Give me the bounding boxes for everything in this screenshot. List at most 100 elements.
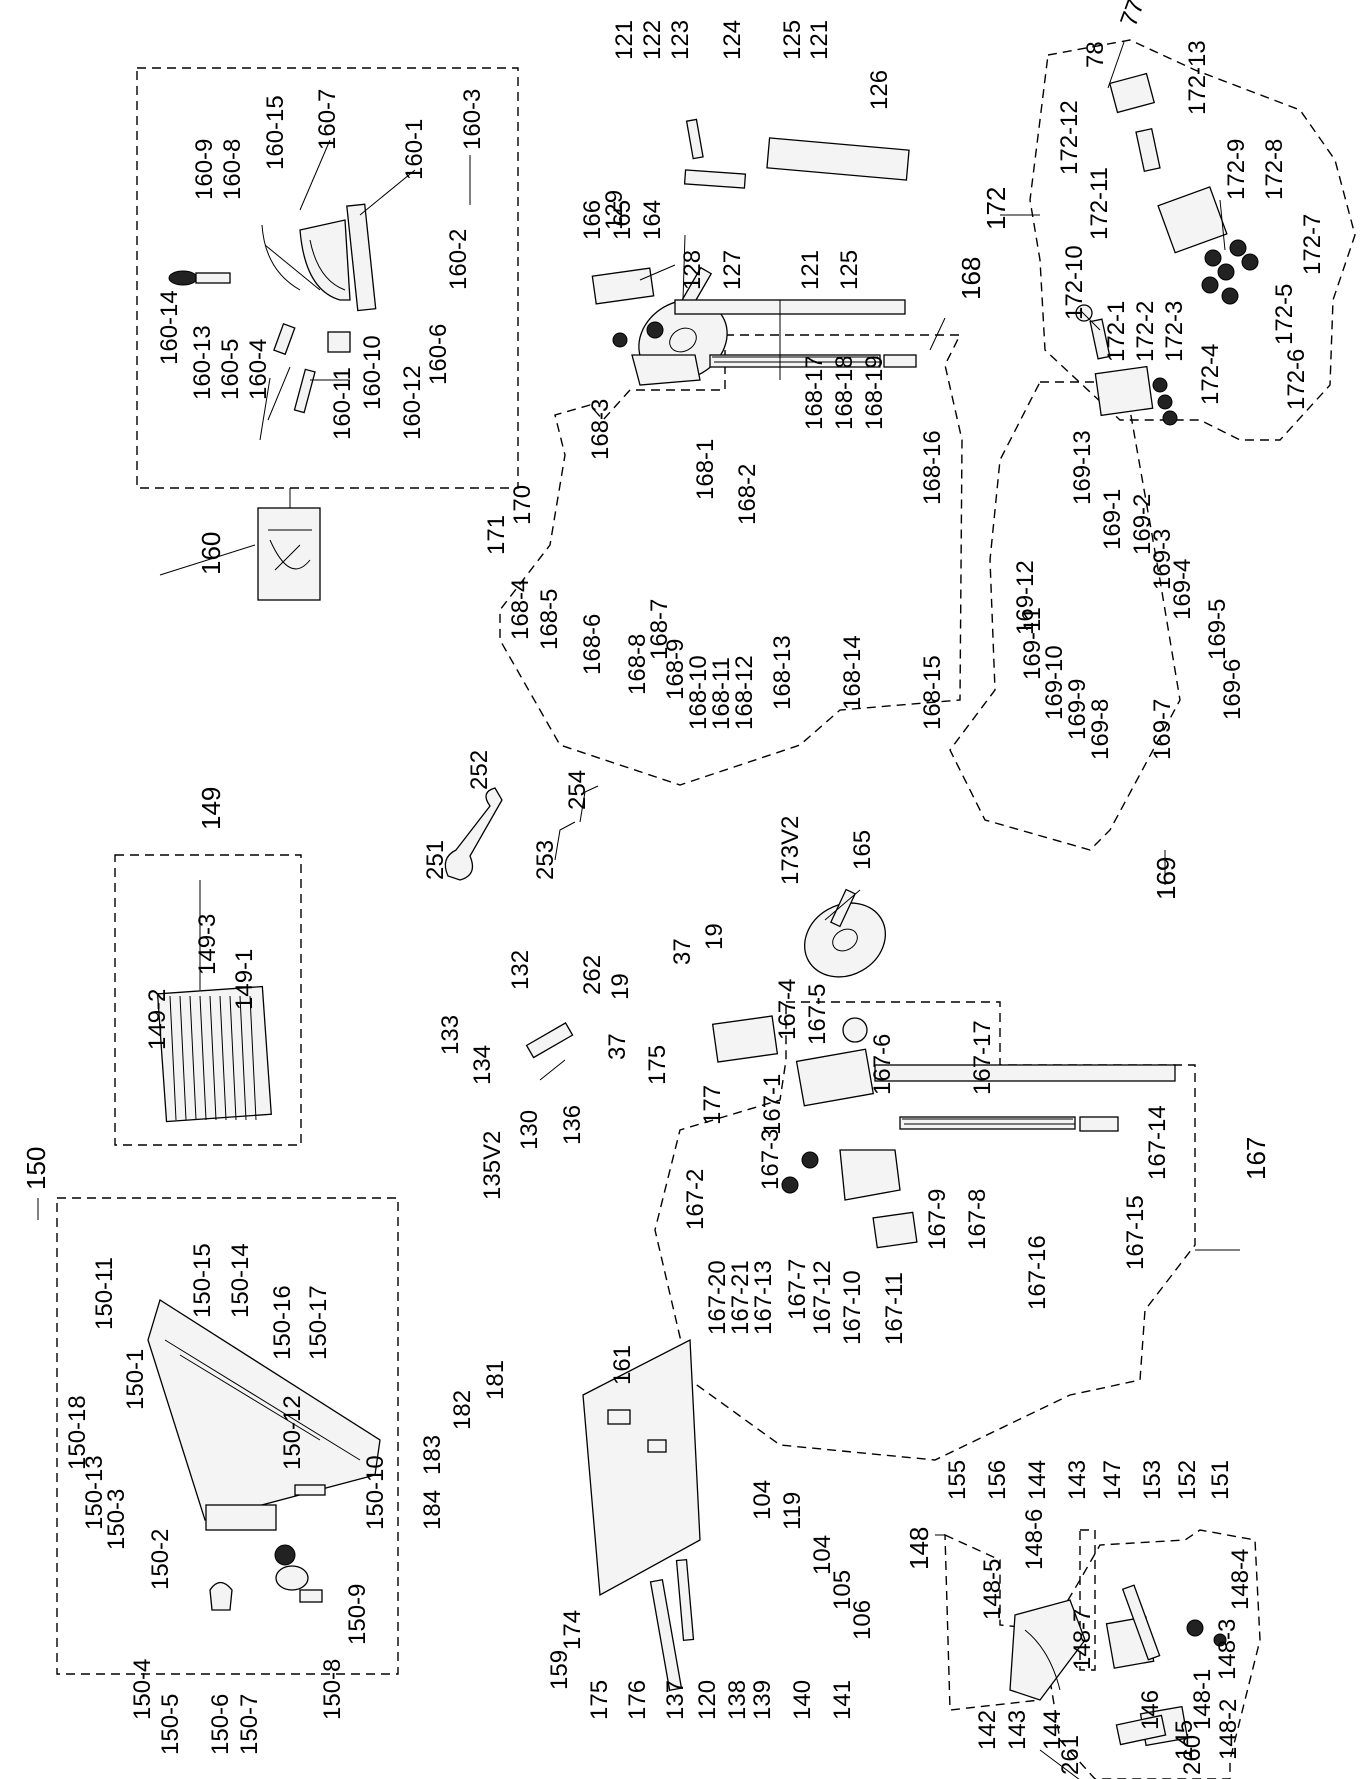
- label-150-3: 150-3: [103, 1489, 130, 1550]
- label-148: 148: [904, 1527, 934, 1570]
- label-150-1: 150-1: [122, 1349, 149, 1410]
- label-150-4: 150-4: [129, 1659, 156, 1720]
- label-167-1: 167-1: [759, 1074, 786, 1135]
- label-150-5: 150-5: [157, 1694, 184, 1755]
- label-168-7: 168-7: [646, 599, 673, 660]
- label-167: 167: [1241, 1137, 1271, 1180]
- label-167-13: 167-13: [750, 1260, 777, 1335]
- label-167-16: 167-16: [1024, 1235, 1051, 1310]
- label-170: 170: [509, 485, 536, 525]
- label-133: 133: [437, 1015, 464, 1055]
- label-168-18: 168-18: [831, 355, 858, 430]
- label-140: 140: [789, 1680, 816, 1720]
- label-148-5: 148-5: [979, 1559, 1006, 1620]
- label-253: 253: [532, 840, 559, 880]
- label-184: 184: [419, 1490, 446, 1530]
- label-252: 252: [466, 750, 493, 790]
- label-144: 144: [1024, 1460, 1051, 1500]
- label-127: 127: [719, 250, 746, 290]
- label-169-13: 169-13: [1069, 430, 1096, 505]
- label-161: 161: [609, 1345, 636, 1385]
- label-169-1: 169-1: [1099, 489, 1126, 550]
- leader-lines: [37, 41, 1240, 1779]
- label-146: 146: [1137, 1690, 1164, 1730]
- label-125: 125: [836, 250, 863, 290]
- label-167-2: 167-2: [682, 1169, 709, 1230]
- label-168: 168: [956, 257, 986, 300]
- label-77: 77: [1115, 0, 1150, 30]
- label-175: 175: [644, 1045, 671, 1085]
- label-165: 165: [849, 830, 876, 870]
- label-160-4: 160-4: [245, 339, 272, 400]
- label-167-14: 167-14: [1144, 1105, 1171, 1180]
- label-153: 153: [1139, 1460, 1166, 1500]
- label-167-17: 167-17: [969, 1020, 996, 1095]
- label-137: 137: [662, 1680, 689, 1720]
- label-160-5: 160-5: [217, 339, 244, 400]
- label-168-11: 168-11: [708, 657, 735, 730]
- label-262: 262: [579, 955, 606, 995]
- label-121: 121: [797, 250, 824, 290]
- label-150-16: 150-16: [269, 1285, 296, 1360]
- label-160-12: 160-12: [399, 365, 426, 440]
- label-150-7: 150-7: [236, 1694, 263, 1755]
- label-165: 165: [609, 200, 636, 240]
- label-150-18: 150-18: [64, 1395, 91, 1470]
- label-160-10: 160-10: [359, 335, 386, 410]
- label-123: 123: [667, 20, 694, 60]
- label-172-13: 172-13: [1184, 40, 1211, 115]
- label-130: 130: [516, 1110, 543, 1150]
- label-121: 121: [806, 20, 833, 60]
- label-172-11: 172-11: [1086, 167, 1113, 240]
- label-168-14: 168-14: [839, 635, 866, 710]
- label-148-2: 148-2: [1215, 1699, 1242, 1760]
- label-182: 182: [449, 1390, 476, 1430]
- label-168-6: 168-6: [579, 614, 606, 675]
- label-169-7: 169-7: [1149, 699, 1176, 760]
- label-150-12: 150-12: [279, 1395, 306, 1470]
- label-37: 37: [604, 1033, 631, 1060]
- label-168-5: 168-5: [536, 589, 563, 650]
- label-78: 78: [1082, 41, 1109, 68]
- label-168-12: 168-12: [731, 655, 758, 730]
- label-126: 126: [866, 70, 893, 110]
- label-174: 174: [559, 1610, 586, 1650]
- label-160-3: 160-3: [459, 89, 486, 150]
- label-139: 139: [749, 1680, 776, 1720]
- label-128: 128: [679, 250, 706, 290]
- label-19: 19: [607, 973, 634, 1000]
- label-138: 138: [724, 1680, 751, 1720]
- label-260: 260: [1179, 1735, 1206, 1775]
- label-167-11: 167-11: [881, 1272, 908, 1345]
- label-172-8: 172-8: [1261, 139, 1288, 200]
- label-150: 150: [21, 1147, 51, 1190]
- label-160-11: 160-11: [329, 367, 356, 440]
- label-172-9: 172-9: [1223, 139, 1250, 200]
- label-167-9: 167-9: [924, 1189, 951, 1250]
- label-141: 141: [829, 1680, 856, 1720]
- label-156: 156: [984, 1460, 1011, 1500]
- label-160-8: 160-8: [219, 139, 246, 200]
- label-149: 149: [196, 787, 226, 830]
- label-168-4: 168-4: [507, 579, 534, 640]
- label-125: 125: [779, 20, 806, 60]
- label-149-3: 149-3: [194, 914, 221, 975]
- label-119: 119: [779, 1492, 806, 1530]
- label-155: 155: [944, 1460, 971, 1500]
- label-148-3: 148-3: [1214, 1619, 1241, 1680]
- label-172-5: 172-5: [1271, 284, 1298, 345]
- label-172-4: 172-4: [1197, 344, 1224, 405]
- label-160-1: 160-1: [401, 119, 428, 180]
- label-122: 122: [639, 20, 666, 60]
- label-167-7: 167-7: [784, 1259, 811, 1320]
- label-175: 175: [586, 1680, 613, 1720]
- label-169-4: 169-4: [1169, 559, 1196, 620]
- part-graphics: [147, 72, 1259, 1747]
- label-147: 147: [1099, 1460, 1126, 1500]
- label-168-10: 168-10: [685, 655, 712, 730]
- label-173V2: 173V2: [777, 816, 804, 885]
- label-150-9: 150-9: [344, 1584, 371, 1645]
- label-145: 145: [1171, 1720, 1198, 1760]
- label-104: 104: [809, 1535, 836, 1575]
